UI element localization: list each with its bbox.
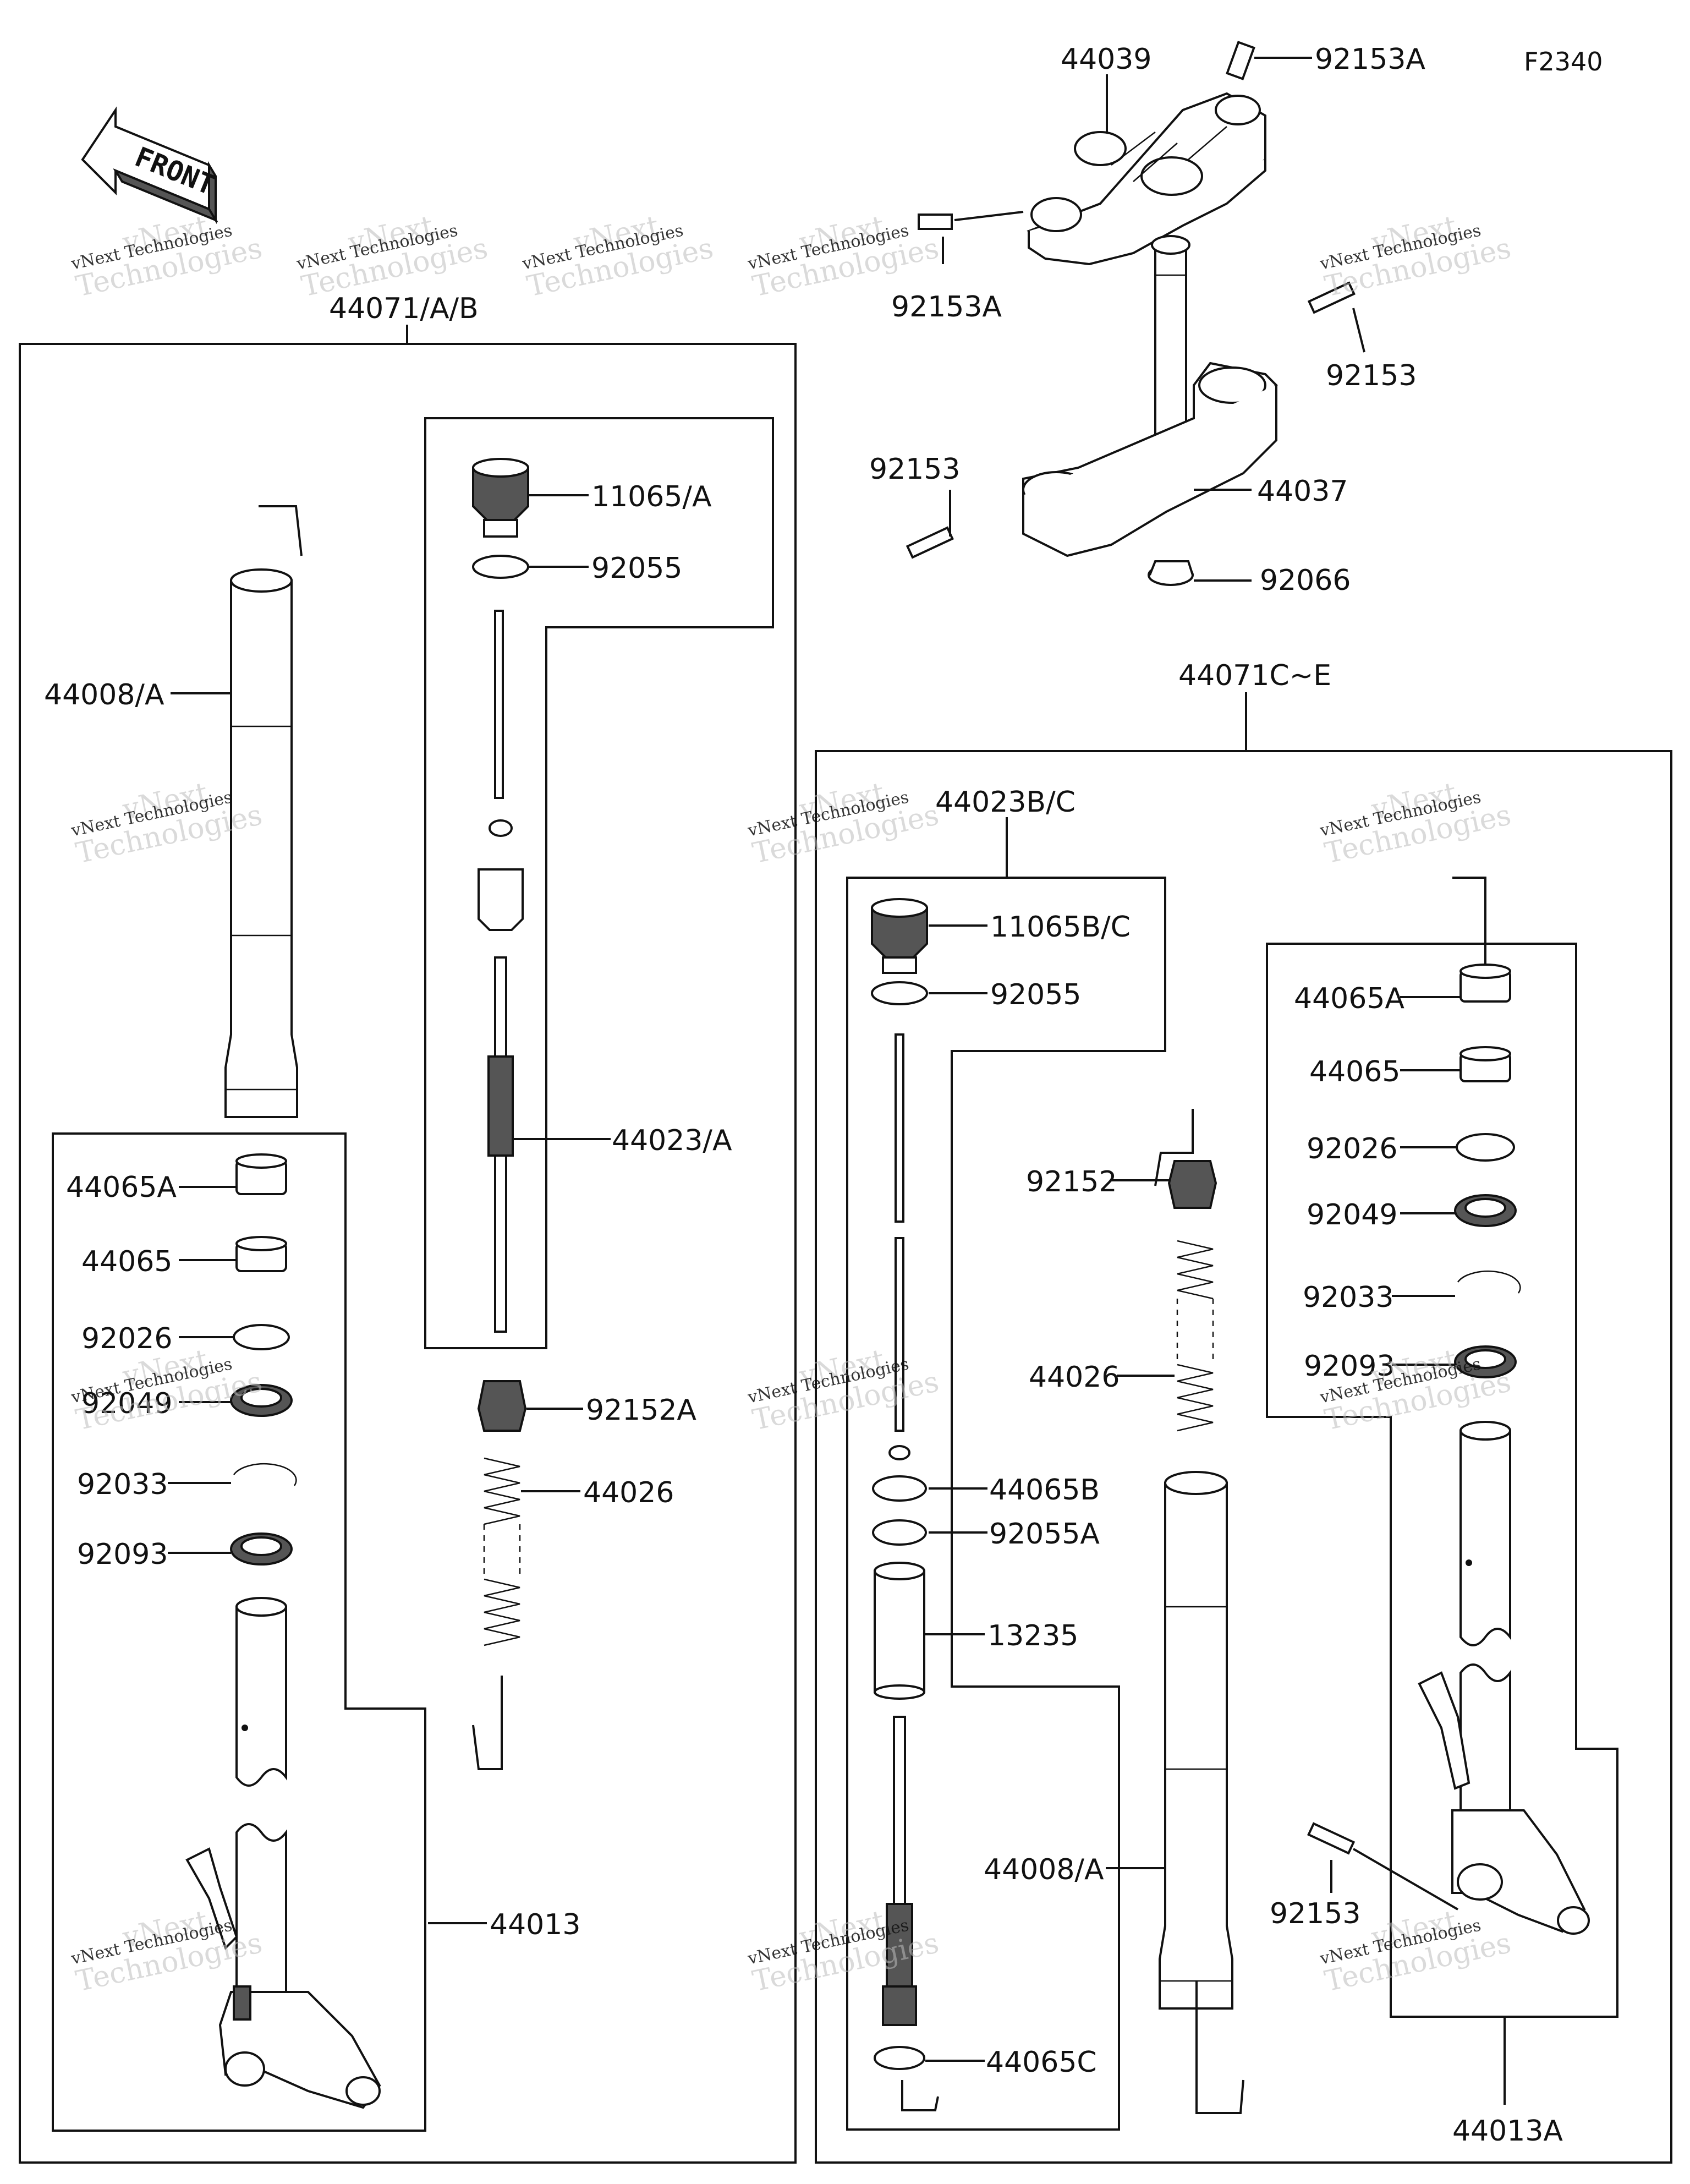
damper-rod-right: [882, 1716, 917, 2026]
cartridge-rod-right: [888, 1033, 910, 1460]
bracket-right-outer: [1195, 1981, 1244, 2114]
inner-box-44013: [52, 1132, 426, 2132]
label-92066: 92066: [1260, 564, 1351, 597]
right-seal-stack: [1454, 964, 1521, 1378]
bracket-92152: [1154, 1109, 1194, 1186]
bolt-92153-right: [1307, 1822, 1356, 1855]
diagram-ref-code: F2340: [1524, 47, 1603, 76]
o-ring-92055a: [872, 1519, 927, 1546]
nut-92152: [1167, 1160, 1217, 1209]
label-92055-left: 92055: [591, 552, 682, 585]
top-leaders: [942, 57, 1365, 582]
group-box-right: [815, 750, 1672, 2164]
outer-tube-44008a: [224, 505, 303, 1118]
label-44037: 44037: [1257, 475, 1348, 508]
right-leaders: [1392, 996, 1461, 1366]
inner-tube-44013: [185, 1597, 381, 2109]
label-11065bc: 11065B/C: [990, 911, 1131, 944]
o-ring-92055-left: [472, 555, 529, 579]
ring-44065b: [872, 1475, 927, 1502]
label-92026-right: 92026: [1307, 1132, 1397, 1165]
label-44065a-right: 44065A: [1294, 982, 1404, 1015]
front-arrow-icon: FRONT: [81, 106, 220, 225]
label-44071-a-b: 44071/A/B: [329, 292, 479, 325]
label-44065c: 44065C: [986, 2046, 1097, 2079]
label-92049-left: 92049: [81, 1387, 172, 1420]
label-92153-left: 92153: [869, 453, 960, 486]
label-44023bc: 44023B/C: [935, 786, 1076, 819]
upper-triple-clamp: [1027, 92, 1266, 266]
label-44008a-right: 44008/A: [984, 1853, 1104, 1886]
label-92033-left: 92033: [77, 1468, 168, 1501]
spring-44026-left: [483, 1457, 521, 1646]
label-44023a: 44023/A: [612, 1124, 732, 1157]
inner-box-44023bc: [846, 877, 1166, 2131]
o-ring-92055-right: [871, 981, 928, 1005]
label-44065-right: 44065: [1309, 1055, 1400, 1088]
label-44026-left: 44026: [583, 1476, 674, 1509]
label-92153a-top: 92153A: [1315, 43, 1425, 76]
cap-bolt-11065bc: [871, 898, 928, 974]
label-92153-right: 92153: [1326, 359, 1417, 392]
bracket-44065a-right: [1452, 877, 1486, 968]
steering-bolts: [906, 41, 1356, 586]
bracket-right-bottom: [901, 2080, 939, 2111]
spring-44026-right: [1176, 1240, 1214, 1432]
label-92152a: 92152A: [586, 1394, 696, 1427]
label-92093-left: 92093: [77, 1538, 168, 1571]
label-92152: 92152: [1026, 1165, 1117, 1198]
label-13235: 13235: [987, 1619, 1078, 1652]
label-44065a-left: 44065A: [66, 1171, 177, 1204]
label-44065-left: 44065: [81, 1245, 172, 1278]
outer-tube-44008a-right: [1159, 1471, 1233, 2010]
label-92049-right: 92049: [1307, 1198, 1397, 1231]
label-11065a: 11065/A: [591, 480, 712, 513]
label-92055-right: 92055: [990, 978, 1081, 1011]
label-44039: 44039: [1061, 43, 1151, 76]
label-44071c-e: 44071C~E: [1178, 659, 1331, 692]
left-leaders: [168, 1186, 237, 1554]
cylinder-13235: [874, 1562, 925, 1700]
inner-box-44023a: [424, 417, 774, 1349]
label-92026-left: 92026: [81, 1322, 172, 1355]
label-92055a: 92055A: [989, 1518, 1100, 1551]
label-92033-right: 92033: [1303, 1281, 1393, 1314]
inner-tube-44013a: [1418, 1421, 1590, 1935]
label-92093-right: 92093: [1304, 1350, 1395, 1383]
lower-triple-clamp: [1022, 362, 1278, 557]
label-44008a-left: 44008/A: [44, 678, 164, 711]
bracket-left-bottom: [472, 1676, 503, 1770]
cartridge-rod-left: [478, 610, 524, 1333]
label-92153-right: 92153: [1270, 1897, 1360, 1930]
left-seal-stack: [230, 1153, 297, 1566]
nut-92152a: [477, 1380, 527, 1432]
cap-bolt-11065a: [472, 458, 529, 538]
label-44013a: 44013A: [1452, 2115, 1563, 2148]
label-92153a-left: 92153A: [891, 291, 1002, 324]
label-44013: 44013: [490, 1908, 580, 1941]
group-box-left: [19, 343, 797, 2164]
inner-box-44013a: [1266, 943, 1618, 2018]
label-44065b: 44065B: [989, 1474, 1100, 1507]
label-44026-right: 44026: [1029, 1361, 1120, 1394]
ring-44065c: [874, 2046, 925, 2070]
steering-stem: [1151, 235, 1190, 452]
